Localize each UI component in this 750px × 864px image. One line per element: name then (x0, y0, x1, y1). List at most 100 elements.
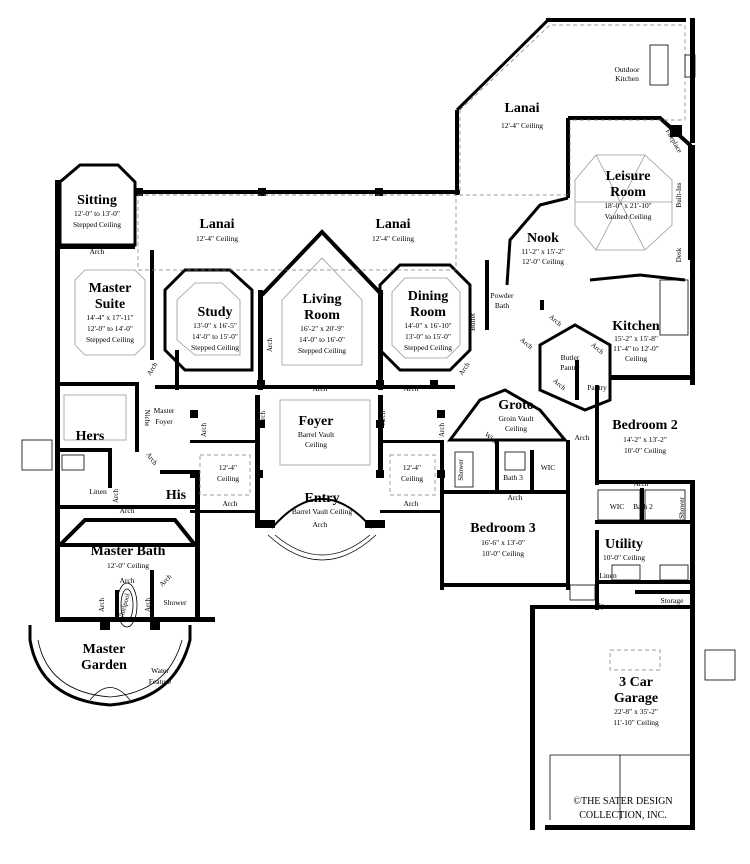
arch-label: Arch (547, 313, 563, 328)
butler-name1: Butler (561, 353, 580, 362)
living-dims: 16'-2" x 20'-9" (300, 324, 344, 333)
leisure-dims: 18'-0" x 21'-10" (604, 201, 652, 210)
master-suite-name2: Suite (95, 297, 125, 312)
arch-labels: Arch Arch Arch Arch Arch Arch Arch Arch … (90, 247, 649, 612)
living-name1: Living (303, 292, 342, 307)
arch-label: Arch (404, 499, 419, 508)
nook-ceiling: 12'-0" Ceiling (522, 257, 564, 266)
dining-ceiling2: Stepped Ceiling (404, 343, 452, 352)
master-garden-name2: Garden (81, 658, 127, 673)
lanai-left-name: Lanai (199, 217, 234, 232)
bedroom3-dims: 16'-6" x 13'-0" (481, 538, 525, 547)
arch-label: Arch (120, 576, 135, 585)
copyright-line1: ©THE SATER DESIGN (573, 796, 672, 807)
lanai-top-name: Lanai (504, 101, 539, 116)
arch-label: Arch (200, 423, 208, 437)
powder-name2: Bath (495, 301, 509, 310)
master-suite-ceiling2: Stepped Ceiling (86, 335, 134, 344)
water-feature-line1: Water (151, 666, 169, 675)
arch-label: Arch (575, 433, 590, 442)
gallery-right-ceiling2: Ceiling (401, 474, 423, 483)
kitchen-name: Kitchen (612, 319, 660, 334)
garage-dims: 22'-8" x 35'-2" (614, 707, 658, 716)
leisure-name2: Room (610, 185, 646, 200)
bedroom3-ceiling: 10'-0" Ceiling (482, 549, 524, 558)
master-suite-name1: Master (89, 281, 132, 296)
arch-label: Arch (377, 338, 385, 352)
bedroom3-name: Bedroom 3 (470, 521, 535, 536)
arch-label: Arch (508, 493, 523, 502)
arch-label: Arch (144, 451, 159, 467)
columns (100, 125, 682, 630)
arch-label: Arch (145, 361, 159, 378)
dining-ceiling1: 13'-0" to 15'-0" (405, 332, 451, 341)
arch-label: Arch (313, 384, 328, 393)
arch-label: Arch (223, 499, 238, 508)
water-feature-line2: Feature (149, 677, 172, 686)
arch-label: Arch (266, 338, 274, 352)
storage-name: Storage (661, 596, 685, 605)
shower-b3-name: Shower (457, 459, 465, 481)
living-ceiling1: 14'-0" to 16'-0" (299, 335, 345, 344)
pantry-name: Pantry (587, 383, 607, 392)
arch-label: Arch (518, 336, 534, 351)
study-dims: 13'-0" x 16'-5" (193, 321, 237, 330)
arch-label: Arch (98, 598, 106, 612)
groto-ceiling2: Ceiling (505, 424, 527, 433)
master-bath-name: Master Bath (91, 544, 166, 559)
entry-name: Entry (305, 491, 340, 506)
arch-label: Arch (589, 341, 605, 356)
master-garden-name1: Master (83, 642, 126, 657)
walls (28, 18, 695, 830)
master-foyer-name1: Master (154, 406, 175, 415)
dining-name1: Dining (408, 289, 448, 304)
powder-name1: Powder (491, 291, 514, 300)
garage-ceiling: 11'-10" Ceiling (613, 718, 659, 727)
arch-label: Arch (158, 572, 174, 588)
master-foyer-name2: Foyer (155, 417, 173, 426)
room-labels: Lanai 12'-4" Ceiling Outdoor Kitchen Lei… (73, 65, 686, 727)
master-suite-dims: 14'-4" x 17'-11" (86, 313, 133, 322)
sitting-ceiling1: 12'-0" to 13'-0" (74, 209, 120, 218)
foyer-ceiling1: Barrel Vault (298, 430, 335, 439)
linen-right-name: Linen (599, 571, 617, 580)
desk-label: Desk (675, 247, 683, 262)
sitting-ceiling2: Stepped Ceiling (73, 220, 121, 229)
dining-dims: 14'-0" x 16'-10" (404, 321, 452, 330)
garage-name1: 3 Car (619, 675, 653, 690)
leisure-name1: Leisure (606, 169, 651, 184)
arch-label: Arch (438, 423, 446, 437)
outdoor-kitchen-line2: Kitchen (615, 74, 639, 83)
lanai-mid-ceiling: 12'-4" Ceiling (372, 234, 414, 243)
foyer-ceiling2: Ceiling (305, 440, 327, 449)
garage-name2: Garage (614, 691, 658, 706)
arch-label: Arch (144, 598, 152, 612)
gallery-right-ceiling1: 12'-4" (403, 463, 421, 472)
groto-ceiling1: Groin Vault (498, 414, 534, 423)
arch-label: Arch (112, 489, 120, 503)
up-label: Up (595, 601, 604, 610)
bedroom2-name: Bedroom 2 (612, 418, 677, 433)
butler-name2: Pantry (560, 363, 580, 372)
outdoor-kitchen-line1: Outdoor (615, 65, 641, 74)
his-name: His (166, 488, 187, 503)
linen-left-name: Linen (89, 487, 107, 496)
arch-label: Arch (634, 479, 649, 488)
bedroom2-dims: 14'-2" x 13'-2" (623, 435, 667, 444)
arch-label: Arch (259, 411, 267, 425)
lanai-left-ceiling: 12'-4" Ceiling (196, 234, 238, 243)
arch-label: Arch (90, 247, 105, 256)
wic-b2-name: WIC (610, 502, 625, 511)
bedroom2-ceiling: 10'-0" Ceiling (624, 446, 666, 455)
copyright: ©THE SATER DESIGN COLLECTION, INC. (573, 796, 672, 821)
gallery-left-ceiling1: 12'-4" (219, 463, 237, 472)
living-ceiling2: Stepped Ceiling (298, 346, 346, 355)
lanai-top-ceiling: 12'-4" Ceiling (501, 121, 543, 130)
arch-label: Arch (120, 506, 135, 515)
shower-b2-name: Shower (678, 497, 686, 519)
foyer-name: Foyer (299, 414, 334, 429)
dining-name2: Room (410, 305, 446, 320)
ceiling-details (21, 24, 736, 681)
nook-dims: 11'-2" x 15'-2" (521, 247, 565, 256)
kitchen-dims: 15'-2" x 15'-8" (614, 334, 658, 343)
